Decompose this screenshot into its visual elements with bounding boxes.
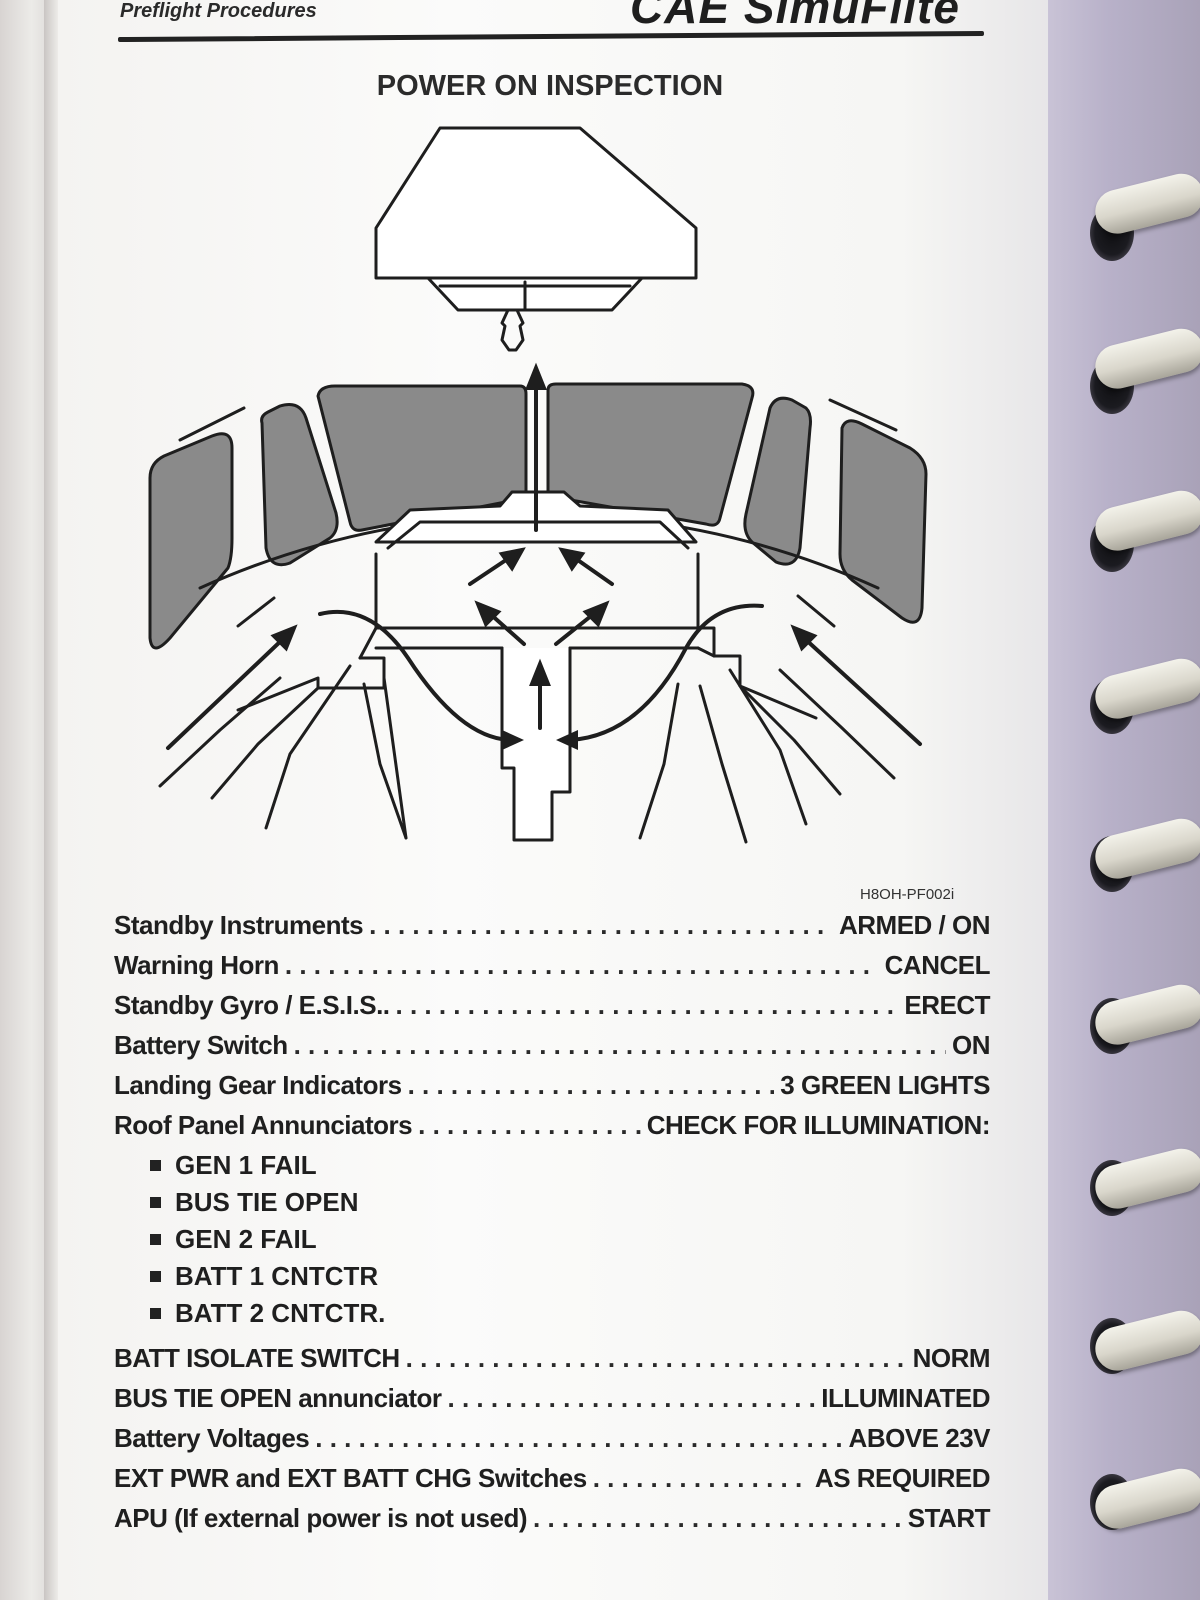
checklist-row: EXT PWR and EXT BATT CHG Switches AS REQ… (114, 1463, 991, 1503)
annunciator-label: BUS TIE OPEN (175, 1187, 359, 1217)
checklist-item: EXT PWR and EXT BATT CHG Switches (114, 1463, 587, 1493)
overhead-panel-outline (374, 126, 698, 280)
annunciator-label: BATT 2 CNTCTR. (175, 1298, 386, 1328)
figure-id: H8OH-PF002i (860, 886, 955, 903)
side-window-right-outer (838, 419, 928, 624)
checklist-item: Standby Gyro / E.S.I.S.. (114, 990, 390, 1020)
checklist-item: Roof Panel Annunciators (114, 1110, 413, 1140)
curve-arrow-left (318, 609, 512, 742)
checklist-item: Warning Horn (114, 950, 279, 980)
checklist-row: BUS TIE OPEN annunciator ILLUMINATED (114, 1383, 990, 1423)
leader-dots (533, 1503, 902, 1534)
annunciator-label: BATT 1 CNTCTR (175, 1261, 379, 1291)
annunciator-list: GEN 1 FAIL BUS TIE OPEN GEN 2 FAIL BATT … (150, 1150, 990, 1335)
side-window-left-outer (148, 432, 234, 650)
checklist: Standby Instruments ARMED / ON Warning H… (114, 910, 991, 1543)
checklist-row: Warning Horn CANCEL (114, 950, 991, 990)
bullet-icon (150, 1234, 161, 1245)
overhead-panel-base (426, 276, 644, 312)
side-window-right-inner (743, 396, 812, 566)
arrow-right-side (802, 636, 922, 746)
leader-dots (418, 1110, 641, 1141)
annunciator-item: BATT 2 CNTCTR. (150, 1298, 990, 1335)
curve-arrow-right (568, 603, 764, 742)
annunciator-label: GEN 2 FAIL (175, 1224, 317, 1254)
checklist-row: Battery Voltages ABOVE 23V (114, 1423, 991, 1463)
checklist-row: Roof Panel Annunciators CHECK FOR ILLUMI… (114, 1110, 991, 1150)
sheet-edge (44, 0, 60, 1600)
checklist-value: START (907, 1503, 991, 1533)
overhead-light-icon (500, 308, 525, 352)
bullet-icon (150, 1271, 161, 1282)
checklist-value: 3 GREEN LIGHTS (780, 1070, 990, 1100)
leader-dots (406, 1343, 907, 1374)
annunciator-item: GEN 1 FAIL (150, 1150, 990, 1187)
checklist-row: Standby Instruments ARMED / ON (114, 910, 991, 950)
arrow-left-side (166, 636, 286, 750)
center-pedestal (500, 646, 572, 842)
side-window-left-inner (260, 403, 339, 567)
checklist-row: BATT ISOLATE SWITCH NORM (114, 1343, 991, 1383)
checklist-row: Battery Switch ON (114, 1030, 991, 1070)
checklist-value: ARMED / ON (839, 910, 991, 940)
annunciator-item: BATT 1 CNTCTR (150, 1261, 990, 1298)
leader-dots (369, 910, 833, 941)
page-title: POWER ON INSPECTION (376, 70, 724, 102)
cockpit-diagram (148, 126, 928, 844)
checklist-value: ABOVE 23V (848, 1423, 991, 1453)
checklist-item: Standby Instruments (114, 910, 364, 940)
leader-dots (396, 990, 899, 1021)
annunciator-item: GEN 2 FAIL (150, 1224, 990, 1261)
leader-dots (593, 1463, 809, 1494)
checklist-value: AS REQUIRED (814, 1463, 991, 1493)
leader-dots (448, 1383, 816, 1414)
leader-dots (408, 1070, 775, 1101)
bullet-icon (150, 1197, 161, 1208)
checklist-item: Battery Voltages (114, 1423, 310, 1453)
windshield-left (316, 384, 528, 532)
checklist-item: Battery Switch (114, 1030, 288, 1060)
checklist-row: Standby Gyro / E.S.I.S.. ERECT (114, 990, 990, 1030)
checklist-row: APU (If external power is not used) STAR… (114, 1503, 991, 1543)
brand-header: CAE SimuFlite (630, 0, 960, 33)
annunciator-label: GEN 1 FAIL (175, 1150, 317, 1180)
leader-dots (315, 1423, 842, 1454)
checklist-value: CANCEL (884, 950, 991, 980)
checklist-value: ERECT (904, 990, 990, 1020)
section-header: Preflight Procedures (120, 0, 317, 22)
checklist-row: Landing Gear Indicators 3 GREEN LIGHTS (114, 1070, 990, 1110)
windshield-right (546, 382, 755, 527)
checklist-value: ILLUMINATED (821, 1383, 990, 1413)
checklist-item: BATT ISOLATE SWITCH (114, 1343, 400, 1373)
checklist-item: APU (If external power is not used) (114, 1503, 528, 1533)
leader-dots (285, 950, 879, 981)
checklist-value: NORM (912, 1343, 991, 1373)
bullet-icon (150, 1308, 161, 1319)
checklist-item: BUS TIE OPEN annunciator (114, 1383, 442, 1413)
leader-dots (294, 1030, 946, 1061)
bullet-icon (150, 1160, 161, 1171)
checklist-value: CHECK FOR ILLUMINATION: (646, 1110, 991, 1140)
checklist-item: Landing Gear Indicators (114, 1070, 402, 1100)
main-instrument-panel (374, 552, 700, 630)
annunciator-item: BUS TIE OPEN (150, 1187, 990, 1224)
checklist-value: ON (952, 1030, 991, 1060)
